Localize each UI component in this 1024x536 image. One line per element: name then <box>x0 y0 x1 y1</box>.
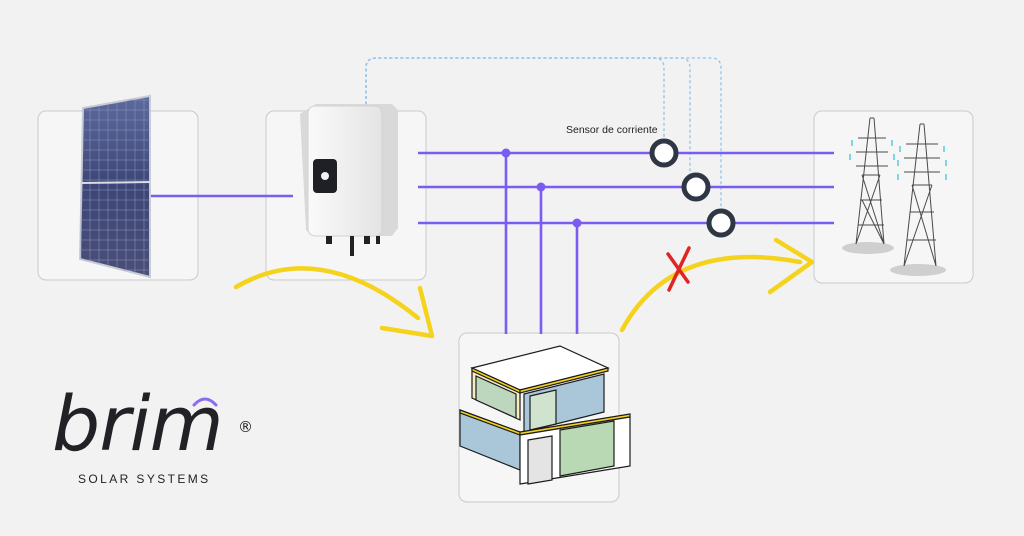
logo-wordmark: brim <box>52 379 224 468</box>
power-tower-icon <box>842 117 947 276</box>
logo-arc-icon <box>192 397 218 407</box>
house-icon <box>459 345 631 485</box>
junction-dots <box>501 148 582 228</box>
inverter-icon <box>300 104 398 256</box>
x-mark-icon <box>666 246 691 292</box>
flow-arrow-to-grid <box>619 237 815 333</box>
solar-panel-icon <box>78 94 151 279</box>
power-lines <box>150 151 834 334</box>
logo-tagline: SOLAR SYSTEMS <box>78 472 211 486</box>
brim-logo: brim ® SOLAR SYSTEMS <box>52 384 262 494</box>
flow-arrow-to-house <box>233 266 435 339</box>
sensor-label: Sensor de corriente <box>566 124 658 136</box>
sensor-signal-lines <box>365 57 722 212</box>
current-sensor-icon <box>649 138 736 238</box>
logo-registered-mark: ® <box>238 418 253 436</box>
grid-card <box>813 110 974 284</box>
